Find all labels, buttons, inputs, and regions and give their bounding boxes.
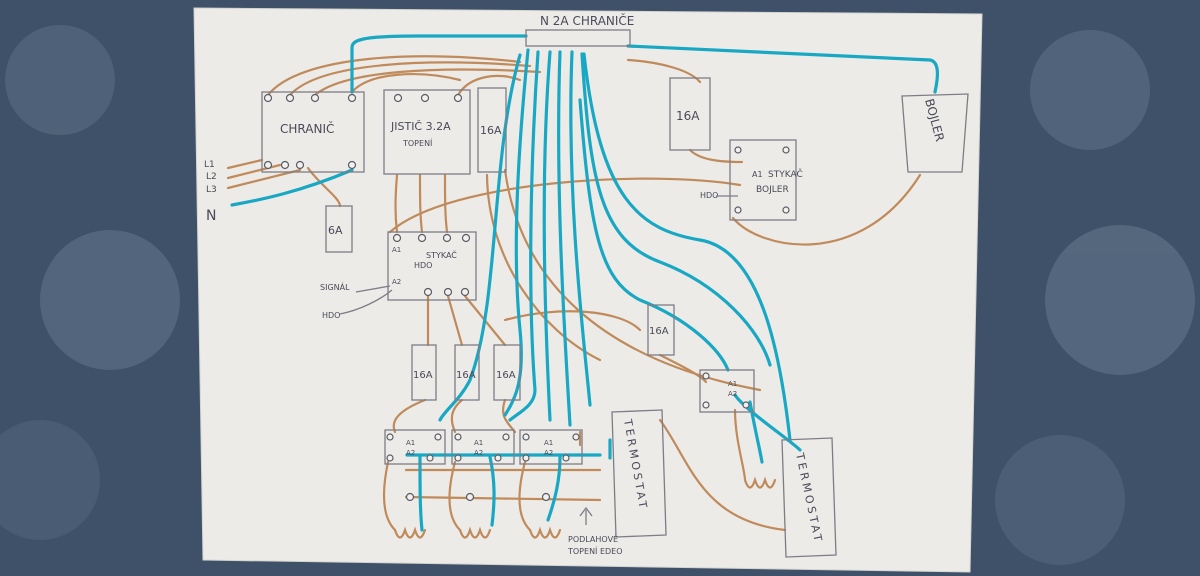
relay-b-box	[451, 429, 515, 465]
hdo-contactor-a2: A2	[392, 278, 401, 286]
breaker-16a-b	[454, 344, 480, 401]
relay-terminals	[386, 433, 580, 462]
breaker-16a-a	[411, 344, 437, 401]
breaker-16a-top	[477, 87, 507, 173]
boiler-contactor-label: STYKAČ	[768, 168, 803, 180]
input-l3: L3	[206, 185, 217, 195]
relay-b-a2: A2	[474, 449, 483, 457]
breaker-16a-right	[669, 77, 711, 151]
input-n: N	[206, 208, 216, 224]
small-relay-a1: A1	[728, 380, 737, 388]
neutral-bar-label: N 2A CHRANIČE	[540, 13, 634, 28]
relay-a-box	[384, 429, 446, 465]
relay-c-box	[519, 429, 583, 465]
floor-note-line2: TOPENÍ EDEO	[567, 545, 623, 556]
hdo-contactor-terminals	[392, 233, 471, 297]
input-l1: L1	[204, 160, 215, 170]
relay-c-a2: A2	[544, 449, 553, 457]
relay-a-a2: A2	[406, 449, 415, 457]
breaker-16a-c	[493, 344, 521, 401]
relay-c-a1: A1	[544, 439, 553, 447]
arrow-up-icon	[579, 506, 593, 525]
boiler-hdo-label: HDO	[700, 191, 718, 200]
boiler-box	[901, 93, 969, 173]
boiler-contactor-a1: A1	[752, 170, 763, 179]
rcd-top-terminals	[263, 93, 357, 103]
breaker-16a-c-label: 16A	[496, 370, 516, 381]
breaker-16a-right-label: 16A	[676, 109, 700, 123]
breaker-16a-mid-label: 16A	[649, 326, 669, 337]
thermostat-right-box	[781, 437, 837, 558]
floor-rail-terminals	[405, 492, 551, 502]
relay-b-a1: A1	[474, 439, 483, 447]
hdo-contactor-label: STYKAČ	[426, 249, 457, 260]
rcd-bottom-terminals	[263, 160, 357, 170]
small-relay-a2: A2	[728, 390, 737, 398]
boiler-contactor-sublabel: BOJLER	[756, 185, 789, 195]
breaker-6a-label: 6A	[328, 224, 343, 237]
heating-breaker-box	[383, 89, 471, 175]
rcd-box	[261, 91, 365, 173]
floor-note-line1: PODLAHOVÉ	[568, 533, 618, 544]
breaker-6a	[325, 205, 353, 253]
thermostat-box	[611, 409, 667, 538]
breaker-16a-mid	[647, 304, 675, 356]
heating-breaker-sublabel: TOPENÍ	[402, 137, 433, 148]
heating-breaker-label: JISTIČ 3.2A	[390, 120, 451, 133]
blue-wires	[230, 34, 939, 532]
boiler-contactor-box	[729, 139, 797, 221]
hdo-contactor-a1: A1	[392, 246, 401, 254]
signal-label: SIGNÁL	[320, 281, 350, 292]
breaker-16a-top-label: 16A	[480, 124, 502, 137]
signal-hdo-label: HDO	[322, 311, 340, 320]
breaker-16a-a-label: 16A	[413, 370, 433, 381]
hdo-contactor-sublabel: HDO	[414, 261, 432, 270]
neutral-bar	[525, 29, 631, 47]
relay-a-a1: A1	[406, 439, 415, 447]
hdo-contactor-box	[387, 231, 477, 301]
heating-breaker-terminals	[393, 93, 463, 103]
rcd-label: CHRANIČ	[280, 121, 334, 136]
input-l2: L2	[206, 172, 217, 182]
carpet-pattern	[0, 25, 1195, 565]
small-relay-box	[699, 369, 755, 413]
breaker-16a-b-label: 16A	[456, 370, 476, 381]
